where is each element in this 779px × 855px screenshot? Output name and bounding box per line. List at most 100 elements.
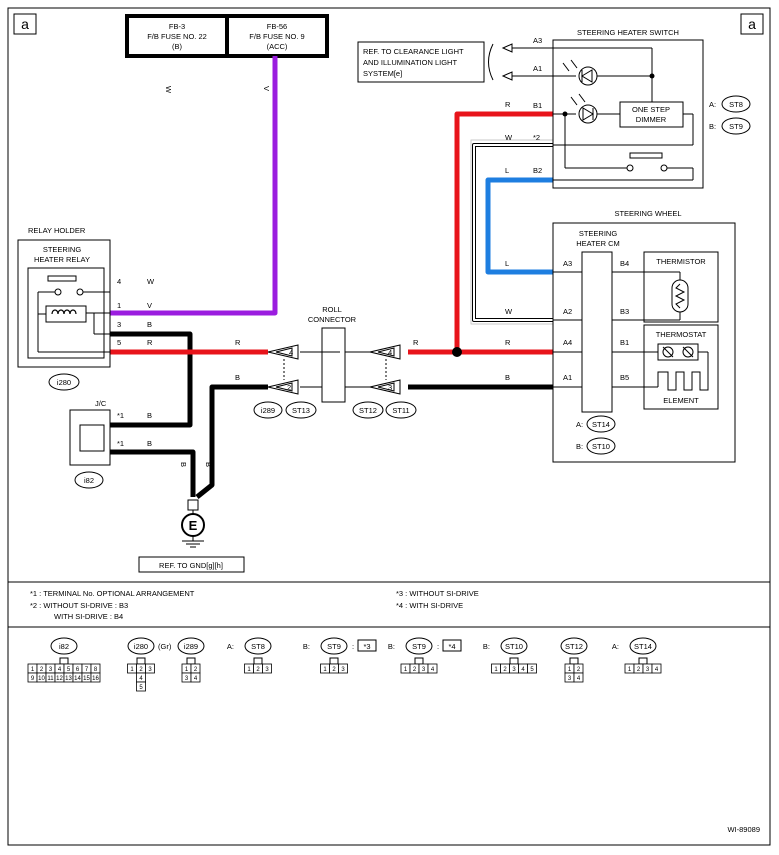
element-label: ELEMENT xyxy=(663,396,699,405)
svg-text:B:: B: xyxy=(483,642,490,651)
roll-connector-title-2: CONNECTOR xyxy=(308,315,357,324)
wire-label-v-fuse: V xyxy=(262,86,271,91)
cm-pin-b1: B1 xyxy=(620,338,629,347)
svg-text:AND ILLUMINATION LIGHT: AND ILLUMINATION LIGHT xyxy=(363,58,457,67)
svg-text:SYSTEM[e]: SYSTEM[e] xyxy=(363,69,402,78)
relay-pin-3: 3 xyxy=(117,320,121,329)
svg-text:B:: B: xyxy=(388,642,395,651)
switch-connector-a: A: ST8 xyxy=(709,95,751,113)
svg-text:3: 3 xyxy=(422,667,426,673)
svg-text:9: 9 xyxy=(31,676,35,682)
page-marker-left: a xyxy=(13,13,37,35)
connector-tag-i82: i82 xyxy=(74,471,104,489)
svg-text:ST14: ST14 xyxy=(634,642,652,651)
switch-pin-w: *2 xyxy=(533,133,540,142)
relay-wire-label-v: V xyxy=(147,301,152,310)
svg-text::: : xyxy=(437,642,439,651)
svg-text:1: 1 xyxy=(628,667,632,673)
svg-text:1: 1 xyxy=(130,667,134,673)
svg-text:3: 3 xyxy=(185,676,189,682)
svg-text:1: 1 xyxy=(404,667,408,673)
thermostat xyxy=(643,324,719,410)
switch-pin-b1: B1 xyxy=(533,101,542,110)
steering-wheel: STEERING HEATER CM A3 A2 A4 A1 B4 B3 B1 … xyxy=(552,222,736,463)
svg-text:A:: A: xyxy=(576,420,583,429)
svg-text:5: 5 xyxy=(139,685,143,691)
svg-text:16: 16 xyxy=(92,676,99,682)
splice-point xyxy=(452,347,462,357)
steering-heater-switch: A3 A1 B1 *2 B2 ONE STEP DIMMER xyxy=(501,36,704,189)
connector-tag-st11: ST11 xyxy=(385,401,417,419)
svg-text:14: 14 xyxy=(74,676,81,682)
jc-label-b2: B xyxy=(147,439,152,448)
steering-heater-cm xyxy=(581,251,613,413)
svg-text:4: 4 xyxy=(139,676,143,682)
switch-label-l: L xyxy=(505,166,509,175)
svg-text:10: 10 xyxy=(38,676,45,682)
roll-left-label-b: B xyxy=(235,373,240,382)
svg-text:ST9: ST9 xyxy=(327,642,341,651)
relay-wire-label-w: W xyxy=(147,277,155,286)
fuse-box: FB-3 F/B FUSE NO. 22 (B) FB-56 F/B FUSE … xyxy=(125,14,329,58)
cm-label-r: R xyxy=(505,338,511,347)
svg-text:ST12: ST12 xyxy=(565,642,583,651)
svg-text:REF. TO CLEARANCE LIGHT: REF. TO CLEARANCE LIGHT xyxy=(363,47,464,56)
cm-label-b: B xyxy=(505,373,510,382)
svg-text:1: 1 xyxy=(31,667,35,673)
ground-label-b1: B xyxy=(179,462,188,467)
svg-text:i289: i289 xyxy=(184,642,198,651)
svg-text:a: a xyxy=(748,16,756,32)
svg-text:ST10: ST10 xyxy=(505,642,523,651)
svg-text:A:: A: xyxy=(227,642,234,651)
clearance-light-reference: REF. TO CLEARANCE LIGHT AND ILLUMINATION… xyxy=(357,41,494,83)
svg-text:4: 4 xyxy=(58,667,62,673)
switch-pin-a3: A3 xyxy=(533,36,542,45)
note-2a: *2 : WITHOUT SI-DRIVE : B3 xyxy=(30,601,128,610)
svg-text:4: 4 xyxy=(577,676,581,682)
connector-tag-st13: ST13 xyxy=(285,401,317,419)
wire-label-w-fuse: W xyxy=(164,86,173,94)
svg-text:B:: B: xyxy=(709,122,716,131)
cm-label-l: L xyxy=(505,259,509,268)
fuse-fb3-name: FB-3 xyxy=(169,22,185,31)
connector-tag-i289: i289 xyxy=(253,401,283,419)
relay-pin-5: 5 xyxy=(117,338,121,347)
jc-pin-2: *1 xyxy=(117,439,124,448)
connector-tag-i280: i280 xyxy=(48,373,80,391)
ground-label-b2: B xyxy=(204,462,213,467)
svg-text:i280: i280 xyxy=(134,642,148,651)
relay-wire-label-b: B xyxy=(147,320,152,329)
cm-pin-a2: A2 xyxy=(563,307,572,316)
note-3: *3 : WITHOUT SI-DRIVE xyxy=(396,589,479,598)
switch-pin-b2: B2 xyxy=(533,166,542,175)
svg-text:8: 8 xyxy=(94,667,98,673)
svg-text:4: 4 xyxy=(388,348,392,357)
cm-title-2: HEATER CM xyxy=(576,239,620,248)
connector-tag-st9: ST9 xyxy=(729,122,743,131)
cm-pin-a1: A1 xyxy=(563,373,572,382)
footnotes: *1 : TERMINAL No. OPTIONAL ARRANGEMENT *… xyxy=(30,589,479,621)
cm-pin-b3: B3 xyxy=(620,307,629,316)
note-1: *1 : TERMINAL No. OPTIONAL ARRANGEMENT xyxy=(30,589,195,598)
jc-pin-1: *1 xyxy=(117,411,124,420)
svg-text:3: 3 xyxy=(265,667,269,673)
relay-holder-label: RELAY HOLDER xyxy=(28,226,86,235)
svg-text:3: 3 xyxy=(568,676,572,682)
black-wire-relay-jc xyxy=(110,331,193,428)
steering-heater-relay: STEERING HEATER RELAY 4 1 3 5 xyxy=(17,239,121,368)
svg-text:11: 11 xyxy=(47,676,54,682)
svg-text:i280: i280 xyxy=(57,378,71,387)
connector-tag-st10: ST10 xyxy=(592,442,610,451)
svg-text:6: 6 xyxy=(76,667,80,673)
fuse-fb56-source: (ACC) xyxy=(267,42,288,51)
svg-text:ST13: ST13 xyxy=(292,406,310,415)
fuse-fb56-name: FB-56 xyxy=(267,22,287,31)
diagram-frame xyxy=(7,7,771,846)
svg-text:5: 5 xyxy=(67,667,71,673)
svg-text:(Gr): (Gr) xyxy=(158,642,172,651)
relay-pin-4: 4 xyxy=(117,277,121,286)
